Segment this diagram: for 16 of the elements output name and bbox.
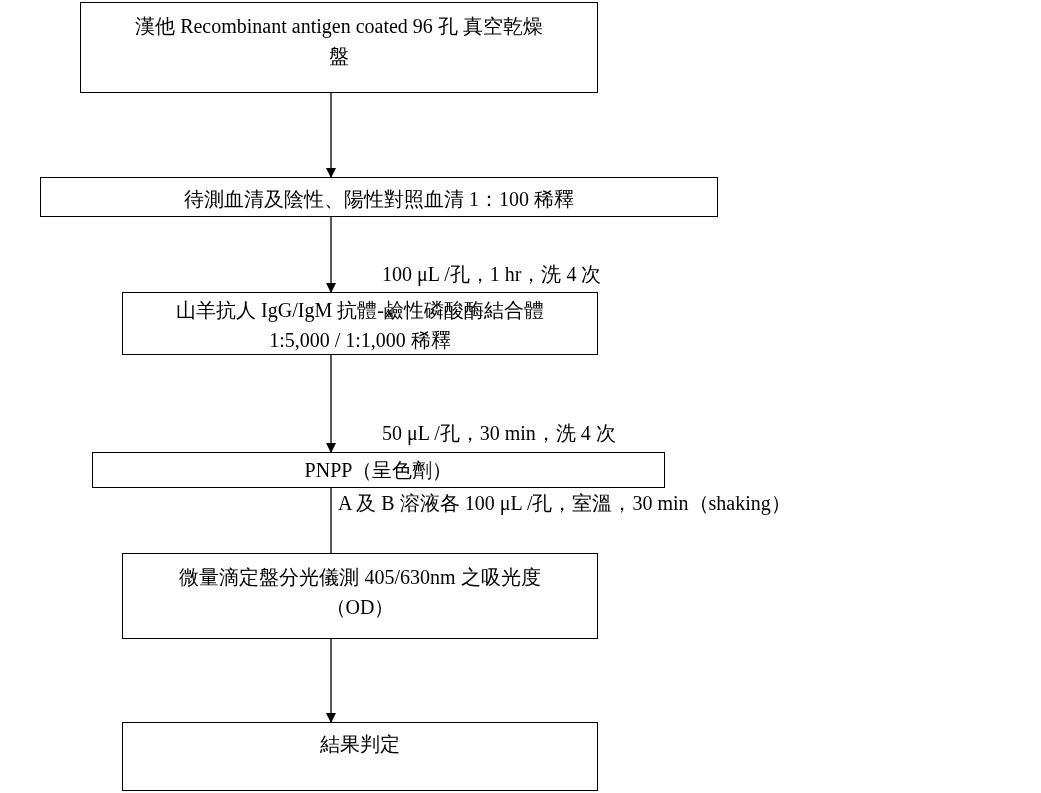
- process-box: [92, 452, 665, 488]
- process-box: [122, 722, 598, 791]
- arrow: [326, 354, 336, 453]
- step-text: 結果判定: [319, 732, 401, 757]
- step-text: 待測血清及陰性、陽性對照血清 1：100 稀釋: [183, 187, 575, 212]
- step-text: 漢他 Recombinant antigen coated 96 孔 真空乾燥盤: [134, 14, 544, 69]
- process-box: [40, 177, 718, 217]
- process-box: [80, 2, 598, 93]
- process-box: [122, 553, 598, 639]
- process-box: [122, 292, 598, 355]
- step-text: 山羊抗人 IgG/IgM 抗體-鹼性磷酸酶結合體 1:5,000 / 1:1,000 稀釋: [175, 298, 545, 353]
- arrow: [326, 216, 336, 293]
- arrow: [326, 92, 336, 178]
- step-text: 微量滴定盤分光儀測 405/630nm 之吸光度（OD）: [178, 565, 542, 620]
- arrow: [326, 638, 336, 723]
- step-text: PNPP（呈色劑）: [303, 458, 454, 483]
